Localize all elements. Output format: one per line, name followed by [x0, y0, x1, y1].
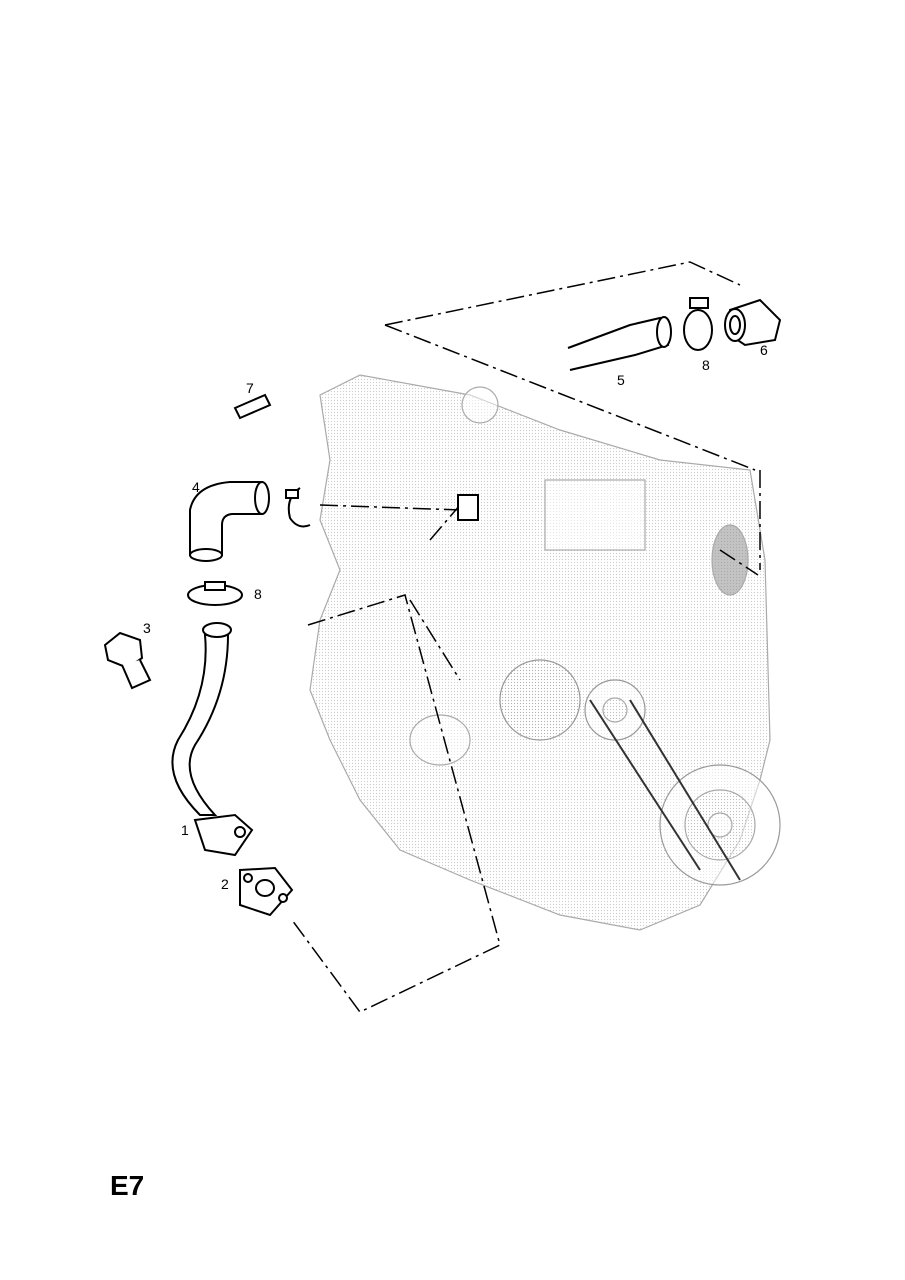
callout-5: 5: [617, 372, 625, 388]
leader-lines: [291, 261, 761, 1013]
callout-4: 4: [192, 479, 200, 495]
callout-8-lower: 8: [254, 586, 262, 602]
engine-fitting: [457, 494, 479, 521]
part-4-elbow-hose: [189, 481, 263, 556]
part-1-coolant-pipe: [171, 634, 230, 816]
part-7-small-hose: [233, 393, 272, 420]
callout-2: 2: [221, 876, 229, 892]
page-code: E7: [110, 1170, 145, 1201]
part-3-bolt: [103, 631, 144, 670]
engine-block: [309, 374, 781, 931]
part-8-hose-clamp-upper: [683, 309, 713, 351]
callout-7: 7: [246, 380, 254, 396]
callout-1: 1: [181, 822, 189, 838]
callout-6: 6: [760, 342, 768, 358]
part-5-hose: [567, 316, 670, 371]
parts: [103, 297, 782, 917]
callout-3: 3: [143, 620, 151, 636]
callout-8-upper: 8: [702, 357, 710, 373]
